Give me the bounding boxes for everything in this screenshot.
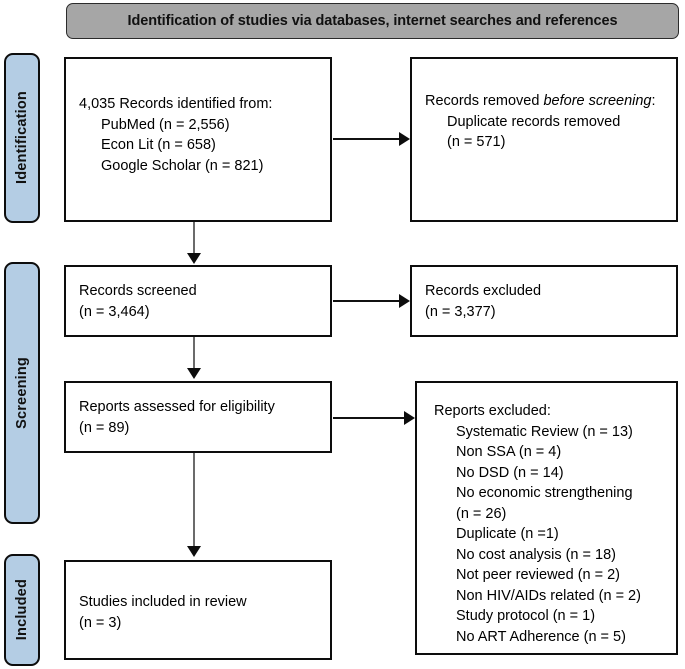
stage-label-included-text: Included (14, 579, 30, 641)
stage-label-included: Included (4, 554, 40, 666)
reports-excluded-reason-study-protocol: Study protocol (n = 1) (456, 608, 596, 624)
arrowhead-eligibility-to-reports-excluded (404, 411, 415, 425)
records-removed-title: Records removed before screening: (425, 91, 668, 112)
records-removed-duplicate-count: (n = 571) (447, 134, 506, 150)
box-records-screened-content: Records screened (n = 3,464) (79, 281, 322, 322)
stage-label-screening: Screening (4, 262, 40, 524)
box-reports-assessed-eligibility: Reports assessed for eligibility (n = 89… (64, 381, 332, 453)
diagram-header-title: Identification of studies via databases,… (127, 13, 618, 29)
studies-included-count: (n = 3) (79, 614, 122, 631)
reports-excluded-reason-systematic-review: Systematic Review (n = 13) (456, 423, 633, 440)
reports-excluded-reason-no-dsd: No DSD (n = 14) (456, 464, 564, 481)
box-studies-included-content: Studies included in review (n = 3) (79, 592, 322, 633)
records-identified-source-google-scholar: Google Scholar (n = 821) (101, 157, 264, 174)
records-removed-title-pre: Records removed (425, 93, 544, 109)
records-screened-count: (n = 3,464) (79, 303, 150, 320)
stage-label-screening-text: Screening (14, 357, 30, 429)
arrowhead-screened-to-eligibility (187, 368, 201, 379)
reports-excluded-reason-no-cost-analysis: No cost analysis (n = 18) (456, 546, 616, 563)
connector-eligibility-to-included (193, 453, 195, 548)
box-reports-assessed-eligibility-content: Reports assessed for eligibility (n = 89… (79, 397, 322, 438)
box-reports-excluded-content: Reports excluded: Systematic Review (n =… (434, 401, 668, 647)
arrowhead-screened-to-excluded (399, 294, 410, 308)
reports-excluded-reason-no-economic-strengthening-count: (n = 26) (456, 505, 507, 522)
connector-eligibility-to-reports-excluded (333, 417, 406, 419)
reports-excluded-reason-not-peer-reviewed: Not peer reviewed (n = 2) (456, 567, 621, 583)
connector-identified-to-removed (333, 138, 401, 140)
box-records-identified-content: 4,035 Records identified from: PubMed (n… (79, 94, 322, 176)
reports-excluded-reason-duplicate: Duplicate (n =1) (456, 526, 559, 542)
records-identified-source-econlit: Econ Lit (n = 658) (101, 137, 216, 153)
records-screened-title: Records screened (79, 283, 197, 299)
arrowhead-identified-to-screened (187, 253, 201, 264)
box-records-removed-content: Records removed before screening: Duplic… (425, 91, 668, 153)
connector-screened-to-eligibility (193, 337, 195, 370)
reports-excluded-reason-no-art-adherence: No ART Adherence (n = 5) (456, 628, 626, 645)
connector-identified-to-screened (193, 222, 195, 255)
reports-excluded-title: Reports excluded: (434, 403, 551, 419)
reports-assessed-title: Reports assessed for eligibility (79, 399, 275, 415)
records-excluded-count: (n = 3,377) (425, 303, 496, 320)
records-removed-title-italic: before screening (543, 93, 652, 109)
records-identified-source-pubmed: PubMed (n = 2,556) (101, 116, 230, 133)
box-records-screened: Records screened (n = 3,464) (64, 265, 332, 337)
reports-assessed-count: (n = 89) (79, 419, 130, 436)
studies-included-title: Studies included in review (79, 594, 247, 610)
box-records-removed: Records removed before screening: Duplic… (410, 57, 678, 222)
box-studies-included: Studies included in review (n = 3) (64, 560, 332, 660)
records-removed-duplicate-label: Duplicate records removed (447, 113, 621, 130)
stage-label-identification-text: Identification (14, 91, 30, 185)
box-records-excluded-content: Records excluded (n = 3,377) (425, 281, 668, 322)
reports-excluded-reason-no-economic-strengthening: No economic strengthening (456, 485, 633, 501)
arrowhead-identified-to-removed (399, 132, 410, 146)
records-excluded-title: Records excluded (425, 283, 542, 299)
diagram-header-banner: Identification of studies via databases,… (66, 3, 679, 39)
reports-excluded-reason-non-hiv-aids-related: Non HIV/AIDs related (n = 2) (456, 587, 641, 604)
records-identified-title: 4,035 Records identified from: (79, 96, 273, 112)
records-removed-title-post: : (651, 93, 656, 109)
box-reports-excluded: Reports excluded: Systematic Review (n =… (415, 381, 678, 655)
box-records-identified: 4,035 Records identified from: PubMed (n… (64, 57, 332, 222)
box-records-excluded: Records excluded (n = 3,377) (410, 265, 678, 337)
stage-label-identification: Identification (4, 53, 40, 223)
reports-excluded-reason-non-ssa: Non SSA (n = 4) (456, 444, 562, 460)
connector-screened-to-excluded (333, 300, 401, 302)
arrowhead-eligibility-to-included (187, 546, 201, 557)
